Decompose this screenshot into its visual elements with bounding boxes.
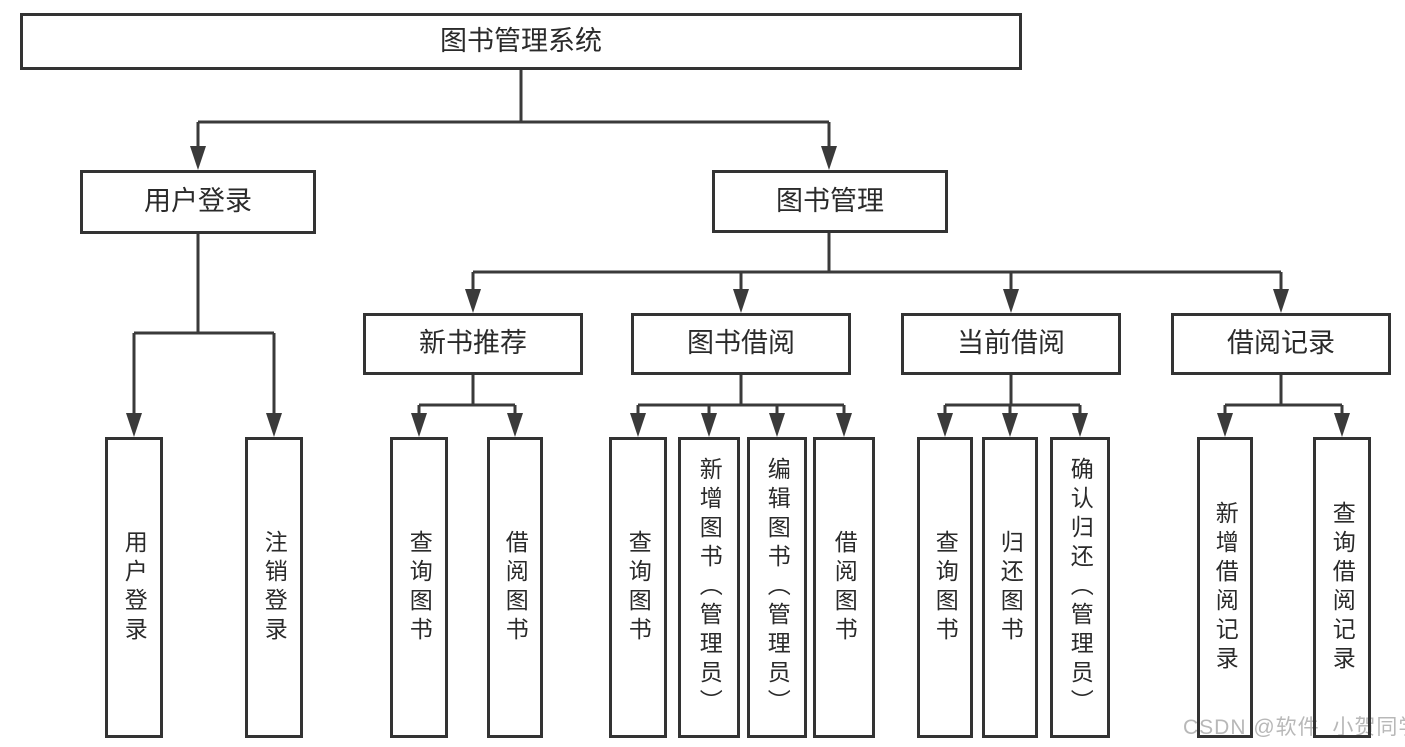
leaf-records-query-record: 查询借阅记录 [1313,437,1371,738]
node-borrow-records: 借阅记录 [1171,313,1391,375]
leaf-recommend-query-books-label: 查询图书 [406,529,433,646]
leaf-current-return-books: 归还图书 [982,437,1038,738]
leaf-borrowing-query-books: 查询图书 [609,437,667,738]
leaf-current-query-books: 查询图书 [917,437,973,738]
leaf-logout: 注销登录 [245,437,303,738]
leaf-borrowing-query-books-label: 查询图书 [625,529,652,646]
watermark: CSDN @软件_小贺同学 [1183,716,1405,739]
leaf-recommend-borrow-books: 借阅图书 [487,437,543,738]
node-book-borrowing-label: 图书借阅 [687,328,795,359]
leaf-current-confirm-return-admin-label: 确认归还（管理员） [1067,457,1094,718]
leaf-current-query-books-label: 查询图书 [932,529,959,646]
node-new-book-recommend-label: 新书推荐 [419,328,527,359]
leaf-recommend-borrow-books-label: 借阅图书 [502,529,529,646]
node-borrow-records-label: 借阅记录 [1227,328,1335,359]
leaf-borrowing-edit-books-admin-label: 编辑图书（管理员） [764,457,791,718]
leaf-logout-label: 注销登录 [261,529,288,646]
leaf-user-login: 用户登录 [105,437,163,738]
leaf-current-confirm-return-admin: 确认归还（管理员） [1050,437,1110,738]
node-root: 图书管理系统 [20,13,1022,70]
leaf-current-return-books-label: 归还图书 [997,529,1024,646]
node-user-login: 用户登录 [80,170,316,234]
leaf-records-add-record-label: 新增借阅记录 [1212,500,1239,675]
leaf-borrowing-edit-books-admin: 编辑图书（管理员） [747,437,807,738]
node-root-label: 图书管理系统 [440,25,602,56]
node-new-book-recommend: 新书推荐 [363,313,583,375]
leaf-borrowing-borrow-books-label: 借阅图书 [831,529,858,646]
leaf-records-query-record-label: 查询借阅记录 [1329,500,1356,675]
leaf-borrowing-add-books-admin: 新增图书（管理员） [678,437,740,738]
leaf-recommend-query-books: 查询图书 [390,437,448,738]
node-book-management-label: 图书管理 [776,185,884,216]
node-book-management: 图书管理 [712,170,948,233]
leaf-user-login-label: 用户登录 [121,529,148,646]
node-current-borrowing-label: 当前借阅 [957,328,1065,359]
node-user-login-label: 用户登录 [144,186,252,217]
node-current-borrowing: 当前借阅 [901,313,1121,375]
leaf-borrowing-borrow-books: 借阅图书 [813,437,875,738]
leaf-borrowing-add-books-admin-label: 新增图书（管理员） [696,457,723,718]
leaf-records-add-record: 新增借阅记录 [1197,437,1253,738]
node-book-borrowing: 图书借阅 [631,313,851,375]
